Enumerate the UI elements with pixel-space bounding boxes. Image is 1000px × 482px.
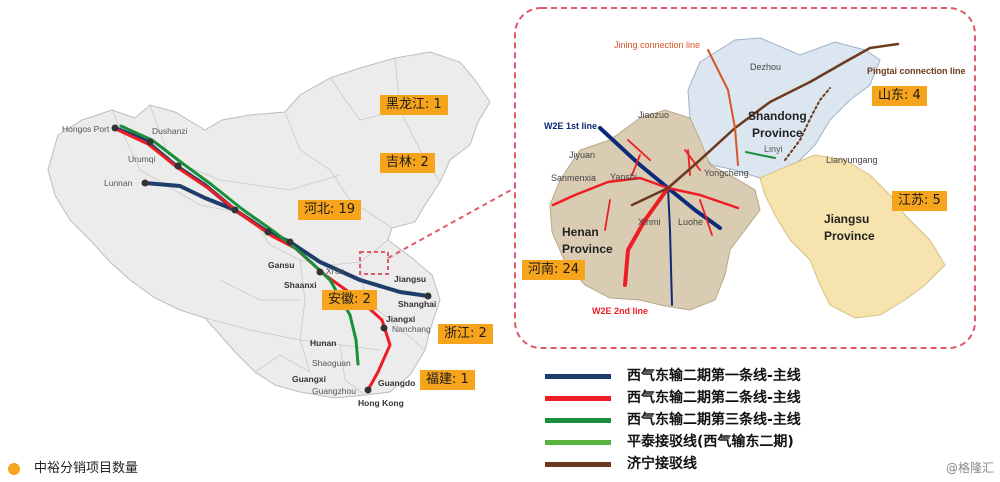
legend-item: 西气东输二期第二条线-主线: [545, 388, 905, 410]
badge-shandong: 山东: 4: [872, 86, 927, 106]
legend-item: 西气东输二期第一条线-主线: [545, 366, 905, 388]
legend-label: 平泰接驳线(西气输东二期): [627, 434, 794, 450]
label-shandong-2: Province: [752, 126, 803, 140]
label-jiyuan: Jiyuan: [569, 150, 595, 160]
legend-item: 济宁接驳线: [545, 454, 905, 476]
city-gansu: Gansu: [268, 260, 294, 270]
city-guangxi: Guangxi: [292, 374, 326, 384]
city-guangzhou: Guangzhou: [312, 386, 356, 396]
badge-jilin: 吉林: 2: [380, 153, 435, 173]
city-jiangsu: Jiangsu: [394, 274, 426, 284]
main-map-nodes: [111, 124, 432, 394]
badge-zhejiang: 浙江: 2: [438, 324, 493, 344]
label-xinmi: Xinmi: [638, 217, 661, 227]
label-shandong-1: Shandong: [748, 109, 807, 123]
city-jiangxi: Jiangxi: [386, 314, 415, 324]
zoom-connector-line: [387, 184, 521, 259]
watermark: @格隆汇: [945, 461, 994, 475]
legend-label: 西气东输二期第一条线-主线: [627, 368, 801, 384]
label-luohe: Luohe: [678, 217, 703, 227]
city-shaanxi: Shaanxi: [284, 280, 317, 290]
label-henan-2: Province: [562, 242, 613, 256]
city-guangdong: Guangdo: [378, 378, 415, 388]
city-horgos: Hongos Port: [62, 124, 110, 134]
legend-label: 济宁接驳线: [627, 456, 697, 472]
label-w2e-2: W2E 2nd line: [592, 306, 648, 316]
city-shaoguan: Shaoguan: [312, 358, 351, 368]
badge-fujian: 福建: 1: [420, 370, 475, 390]
legend-swatch: [545, 440, 611, 445]
city-dushanzi: Dushanzi: [152, 126, 188, 136]
label-jining: Jining connection line: [614, 40, 700, 50]
legend-label: 西气东输二期第三条线-主线: [627, 412, 801, 428]
legend-item: 西气东输二期第三条线-主线: [545, 410, 905, 432]
legend-swatch: [545, 418, 611, 423]
city-lunnan: Lunnan: [104, 178, 133, 188]
city-hongkong: Hong Kong: [358, 398, 404, 408]
label-jiangsu-1: Jiangsu: [824, 212, 869, 226]
focus-area-marker: [359, 251, 389, 275]
label-sanmenxia: Sanmenxia: [551, 173, 596, 183]
province-borders: [111, 57, 441, 396]
label-linyi: Linyi: [764, 144, 783, 154]
legend-item: 平泰接驳线(西气输东二期): [545, 432, 905, 454]
label-jiaozuo: Jiaozuo: [638, 110, 669, 120]
badge-heilongjiang: 黑龙江: 1: [380, 95, 448, 115]
label-pingtai: Pingtai connection line: [867, 66, 966, 76]
label-yanshi: Yanshi: [610, 172, 637, 182]
badge-hebei: 河北: 19: [298, 200, 362, 220]
project-count-legend: 中裕分销项目数量: [8, 457, 138, 476]
inset-pipelines: [551, 42, 900, 306]
city-shanghai: Shanghai: [398, 299, 436, 309]
legend-swatch: [545, 374, 611, 379]
project-count-label: 中裕分销项目数量: [34, 461, 139, 476]
legend-label: 西气东输二期第二条线-主线: [627, 390, 801, 406]
label-jiangsu-2: Province: [824, 229, 875, 243]
badge-jiangsu: 江苏: 5: [892, 191, 947, 211]
badge-anhui: 安徽: 2: [322, 290, 377, 310]
label-yongcheng: Yongcheng: [704, 168, 749, 178]
label-dezhou: Dezhou: [750, 62, 781, 72]
city-urumqi: Urumqi: [128, 154, 156, 164]
city-xian: Xi'an: [326, 266, 345, 276]
city-hunan: Hunan: [310, 338, 336, 348]
label-henan-1: Henan: [562, 225, 599, 239]
jiangsu-region: [759, 154, 946, 319]
legend-swatch: [545, 396, 611, 401]
badge-henan: 河南: 24: [522, 260, 586, 280]
label-lianyungang: Lianyungang: [826, 155, 878, 165]
orange-dot-icon: [8, 462, 20, 475]
henan-region: [549, 109, 761, 311]
pipeline-legend: 西气东输二期第一条线-主线 西气东输二期第二条线-主线 西气东输二期第三条线-主…: [545, 366, 905, 476]
legend-swatch: [545, 462, 611, 467]
city-nanchang: Nanchang: [392, 324, 431, 334]
label-w2e-1: W2E 1st line: [544, 121, 597, 131]
